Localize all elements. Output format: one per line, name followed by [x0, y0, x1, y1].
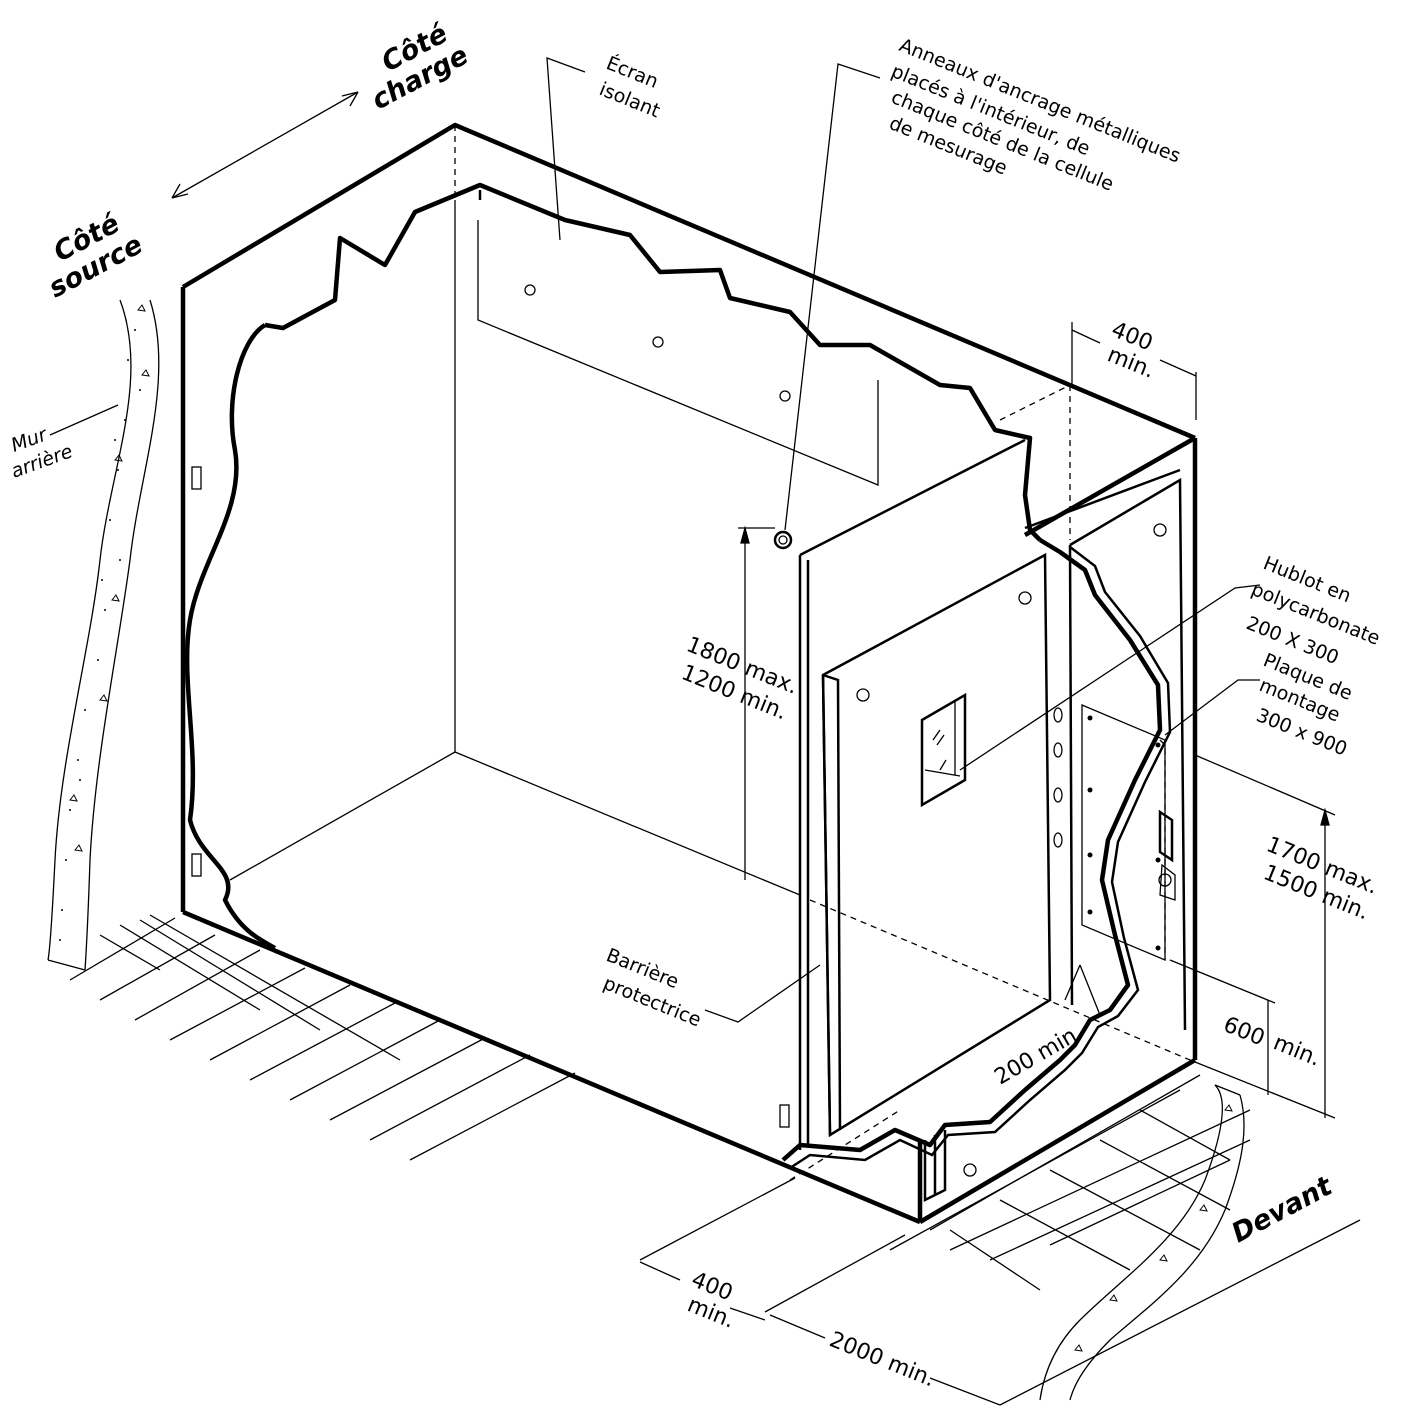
back-wall — [47, 299, 160, 971]
devant-label: Devant — [1227, 1170, 1338, 1249]
protective-barrier — [798, 438, 1026, 1150]
front-wall — [1039, 1084, 1245, 1401]
enclosure-box — [180, 122, 1198, 1225]
dim-2000: 2000 min. — [826, 1327, 939, 1392]
door-panel — [821, 552, 1063, 1138]
floor-grid-right — [889, 1074, 1251, 1291]
front-panel — [923, 468, 1187, 1203]
dim-600-min: min. — [1270, 1030, 1324, 1071]
dim-bottom-400-min: min. — [684, 1292, 738, 1333]
insulating-screen — [477, 220, 879, 486]
wall-slots — [191, 466, 790, 1128]
anchor-ring — [773, 530, 793, 550]
dimension-texts: 400 min. 1800 max. 1200 min. 1700 max. 1… — [678, 317, 1382, 1392]
dim-600: 600 — [1220, 1012, 1268, 1051]
concrete-texture — [59, 329, 141, 941]
floor-grid-left — [69, 914, 576, 1161]
dim-top-400-min: min. — [1104, 342, 1158, 383]
concrete-triangles — [69, 304, 150, 852]
dimension-lines — [49, 57, 1361, 1406]
